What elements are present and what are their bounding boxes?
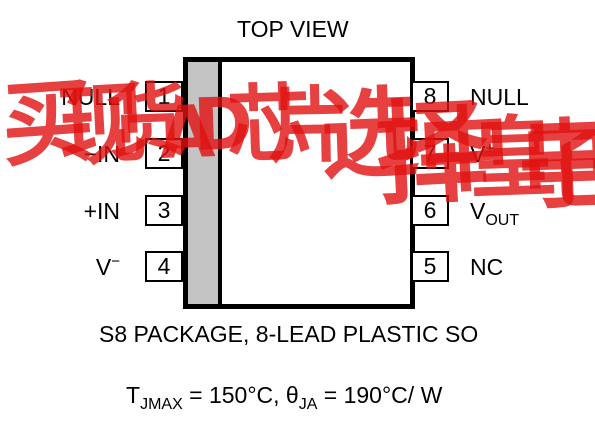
- pin-box-3: [145, 195, 183, 226]
- pin-label-v-minus: V−: [95, 253, 120, 280]
- pin-box-1: [145, 81, 183, 112]
- pin-number-2: 2: [157, 140, 171, 166]
- theta-subscript: JA: [298, 396, 318, 413]
- pin-label-v-plus-base: V: [470, 141, 486, 167]
- pin-label-v-plus-sup: +: [485, 140, 495, 157]
- pin-number-5: 5: [423, 253, 437, 279]
- pin-box-8: [411, 81, 449, 112]
- pin-box-6: [411, 195, 449, 226]
- top-view-label: TOP VIEW: [237, 16, 349, 42]
- pin-label-vout: VOUT: [470, 198, 519, 229]
- pin-label-null-right: NULL: [470, 84, 529, 110]
- pin-number-4: 4: [157, 253, 171, 279]
- pin-label-v-plus: V+: [470, 140, 495, 167]
- watermark-glyph: 电: [517, 108, 595, 223]
- pin-label-plus-in: +IN: [83, 198, 120, 224]
- tj-symbol: T: [126, 382, 141, 408]
- theta-value: = 190°C/ W: [317, 382, 443, 408]
- pin-number-6: 6: [423, 197, 437, 223]
- package-caption: S8 PACKAGE, 8-LEAD PLASTIC SO: [99, 321, 479, 347]
- pin-number-3: 3: [157, 197, 171, 223]
- pin-label-minus-in: −IN: [83, 141, 120, 167]
- pin-box-4: [145, 251, 183, 282]
- pin-number-8: 8: [423, 83, 437, 109]
- pin1-indicator-stripe: [188, 62, 222, 304]
- pin-label-vout-base: V: [470, 198, 486, 224]
- pin-box-2: [145, 138, 183, 169]
- pin-label-null-left: NULL: [61, 84, 120, 110]
- pin-label-v-minus-sup: −: [111, 253, 120, 270]
- pin-number-1: 1: [157, 83, 171, 109]
- pin-label-v-minus-base: V: [95, 254, 112, 280]
- theta-symbol: θ: [285, 382, 299, 408]
- pin-label-nc: NC: [470, 254, 504, 280]
- pin-box-7: [411, 138, 449, 169]
- pin-box-5: [411, 251, 449, 282]
- tj-subscript: JMAX: [140, 396, 183, 413]
- tj-value: = 150°C,: [182, 382, 286, 408]
- pin-number-7: 7: [423, 140, 437, 166]
- package-body: [183, 57, 415, 309]
- thermal-caption: TJMAX = 150°C, θJA = 190°C/ W: [126, 382, 443, 413]
- watermark-glyph: 子: [517, 108, 595, 223]
- pin-label-vout-sub: OUT: [485, 212, 520, 229]
